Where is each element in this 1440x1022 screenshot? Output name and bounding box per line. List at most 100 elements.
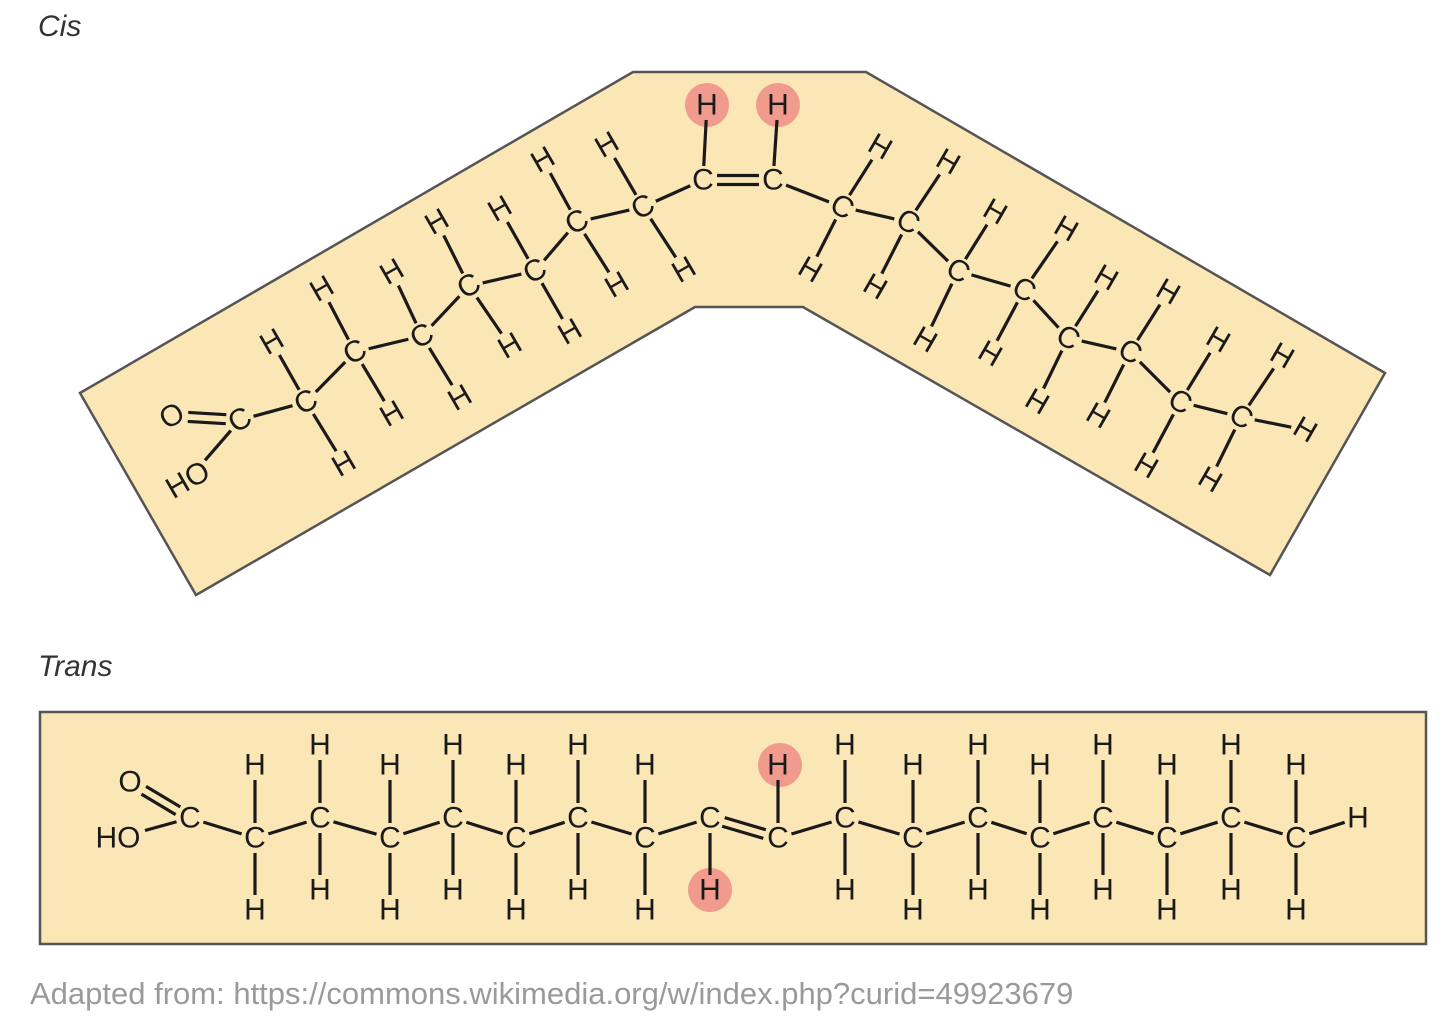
hydrogen-atom: H bbox=[1029, 894, 1051, 927]
carbon-atom: C bbox=[379, 822, 401, 855]
single-bond bbox=[995, 301, 1019, 342]
hydrogen-atom: H bbox=[567, 874, 589, 907]
carbon-atom: C bbox=[967, 802, 989, 835]
single-bond bbox=[396, 284, 418, 325]
highlighted-hydrogen bbox=[688, 868, 732, 912]
hydrogen-atom: H bbox=[1220, 874, 1242, 907]
single-bond bbox=[815, 218, 838, 258]
single-bond bbox=[327, 301, 350, 341]
single-bond bbox=[528, 820, 566, 836]
single-bond bbox=[402, 820, 441, 836]
hydrogen-atom: H bbox=[834, 729, 856, 762]
hydrogen-atom: H bbox=[567, 729, 589, 762]
hydrogen-atom: H bbox=[1285, 749, 1307, 782]
cis-molecule-band bbox=[78, 70, 1387, 597]
carbon-atom: C bbox=[1156, 822, 1178, 855]
single-bond bbox=[1308, 820, 1346, 836]
highlighted-hydrogen bbox=[756, 83, 800, 127]
single-bond bbox=[542, 231, 570, 262]
cis-label: Cis bbox=[38, 10, 81, 43]
single-bond bbox=[1115, 820, 1155, 836]
hydrogen-atom: H bbox=[1347, 802, 1369, 835]
single-bond bbox=[360, 363, 386, 402]
hydrogen-atom: H bbox=[244, 749, 266, 782]
highlighted-hydrogen bbox=[758, 743, 802, 787]
double-bond bbox=[140, 792, 177, 817]
single-bond bbox=[253, 404, 293, 418]
hydrogen-atom: H bbox=[967, 874, 989, 907]
hydrogen-atom: H bbox=[505, 894, 527, 927]
single-bond bbox=[772, 119, 779, 167]
single-bond bbox=[314, 360, 347, 394]
carbon-atom: C bbox=[505, 822, 527, 855]
single-bond bbox=[482, 272, 522, 285]
single-bond bbox=[880, 233, 904, 275]
single-bond bbox=[311, 413, 338, 453]
hydrogen-atom: H bbox=[244, 894, 266, 927]
hydrogen-atom: H bbox=[767, 89, 789, 122]
single-bond bbox=[1185, 351, 1212, 391]
single-bond bbox=[964, 223, 989, 260]
single-bond bbox=[857, 820, 901, 836]
carbon-atom: C bbox=[244, 822, 266, 855]
highlighted-hydrogen bbox=[685, 83, 729, 127]
single-bond bbox=[583, 232, 611, 274]
hydrogen-atom: H bbox=[442, 874, 464, 907]
hydrogen-atom: H bbox=[902, 894, 924, 927]
carbon-atom: C bbox=[692, 164, 714, 197]
single-bond bbox=[971, 273, 1011, 288]
single-bond bbox=[914, 173, 942, 212]
carbon-atom: C bbox=[1220, 802, 1242, 835]
single-bond bbox=[278, 354, 301, 391]
trans-label: Trans bbox=[38, 650, 112, 683]
double-bond bbox=[145, 785, 182, 809]
single-bond bbox=[1030, 240, 1059, 280]
single-bond bbox=[1032, 299, 1060, 329]
hydroxyl-group: HO bbox=[96, 822, 141, 855]
single-bond bbox=[1138, 360, 1172, 394]
single-bond bbox=[1081, 339, 1117, 351]
double-bond bbox=[188, 410, 227, 417]
carbon-atom: C bbox=[767, 822, 789, 855]
single-bond bbox=[990, 820, 1028, 836]
single-bond bbox=[144, 820, 177, 833]
hydrogen-atom: H bbox=[1029, 749, 1051, 782]
single-bond bbox=[1254, 418, 1292, 429]
single-bond bbox=[540, 282, 564, 320]
single-bond bbox=[916, 230, 950, 263]
single-bond bbox=[655, 184, 691, 203]
source-caption: Adapted from: https://commons.wikimedia.… bbox=[30, 976, 1074, 1011]
hydrogen-atom: H bbox=[767, 749, 789, 782]
hydrogen-atom: H bbox=[1156, 749, 1178, 782]
single-bond bbox=[1215, 428, 1237, 468]
single-bond bbox=[785, 183, 830, 204]
single-bond bbox=[930, 282, 954, 328]
single-bond bbox=[505, 221, 530, 260]
carbon-atom: C bbox=[902, 822, 924, 855]
hydrogen-atom: H bbox=[902, 749, 924, 782]
hydrogen-atom: H bbox=[699, 874, 721, 907]
single-bond bbox=[475, 296, 503, 335]
single-bond bbox=[613, 157, 638, 196]
single-bond bbox=[465, 820, 504, 836]
single-bond bbox=[427, 347, 454, 387]
hydrogen-atom: H bbox=[309, 874, 331, 907]
single-bond bbox=[1151, 413, 1175, 454]
single-bond bbox=[848, 158, 874, 197]
hydrogen-atom: H bbox=[1092, 874, 1114, 907]
single-bond bbox=[1193, 403, 1228, 416]
single-bond bbox=[1179, 820, 1219, 836]
oxygen-atom: O bbox=[118, 766, 141, 799]
single-bond bbox=[855, 208, 895, 221]
hydrogen-atom: H bbox=[634, 894, 656, 927]
single-bond bbox=[1243, 820, 1284, 836]
single-bond bbox=[590, 820, 633, 836]
single-bond bbox=[202, 820, 243, 836]
single-bond bbox=[649, 217, 678, 259]
hydrogen-atom: H bbox=[1285, 894, 1307, 927]
single-bond bbox=[333, 820, 377, 836]
hydrogen-atom: H bbox=[834, 874, 856, 907]
hydrogen-atom: H bbox=[634, 749, 656, 782]
hydrogen-atom: H bbox=[379, 894, 401, 927]
